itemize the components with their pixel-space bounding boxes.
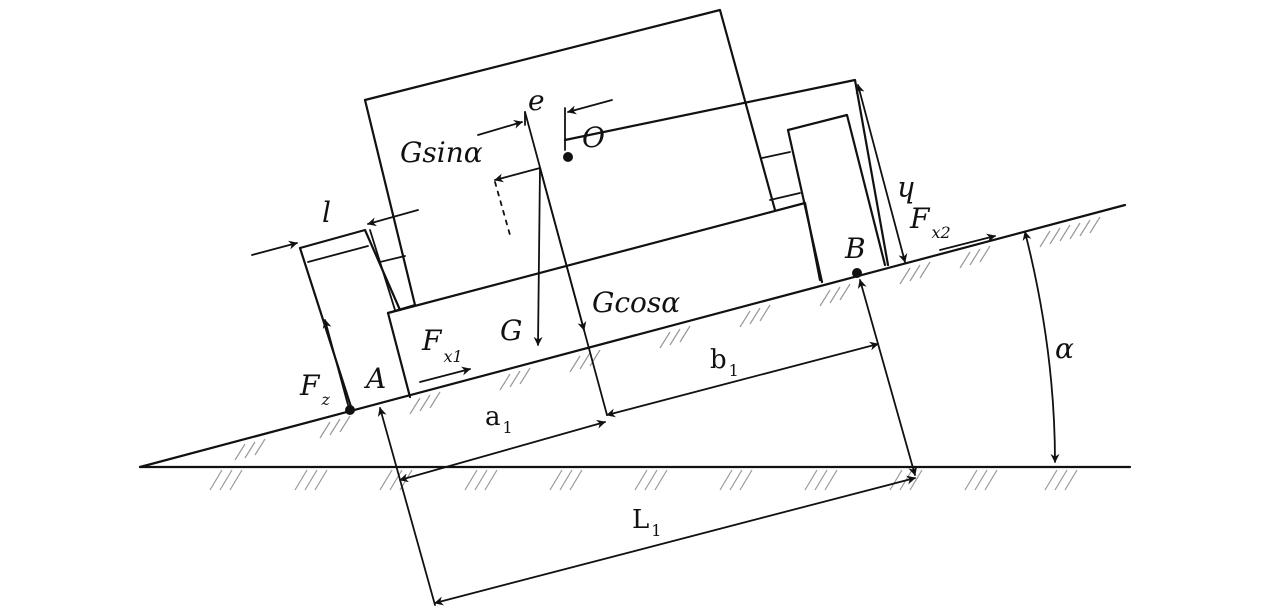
L1-dimension (434, 475, 916, 606)
ground-hatching (209, 469, 1078, 491)
label-O: O (582, 121, 605, 154)
G-arrow (533, 167, 543, 346)
alpha-arc (1022, 231, 1060, 463)
Gsin-arrow (494, 167, 541, 183)
machine-body (298, 8, 890, 412)
label-A: A (363, 362, 386, 395)
point-A (345, 405, 355, 415)
Fx1-arrow (419, 366, 471, 383)
label-G: G (500, 314, 522, 347)
Gcos-arrow (539, 167, 587, 331)
label-e: e (528, 84, 545, 117)
Fx2-arrow (939, 233, 996, 251)
label-B: B (844, 232, 866, 265)
l-dimension (251, 209, 419, 256)
point-O (563, 152, 573, 162)
Fz-arrow (322, 319, 349, 406)
a1-dimension (399, 419, 606, 483)
label-Gsinalpha: Gsinα (400, 136, 483, 169)
label-l: l (322, 196, 331, 229)
b1-dimension (606, 279, 918, 476)
label-h: h (897, 175, 915, 208)
h-dimension (855, 84, 908, 263)
slope-hatching (234, 216, 1101, 461)
point-B (852, 268, 862, 278)
label-Gcosalpha: Gcosα (592, 286, 680, 319)
label-alpha: α (1055, 332, 1074, 365)
slope-line (138, 203, 1127, 469)
